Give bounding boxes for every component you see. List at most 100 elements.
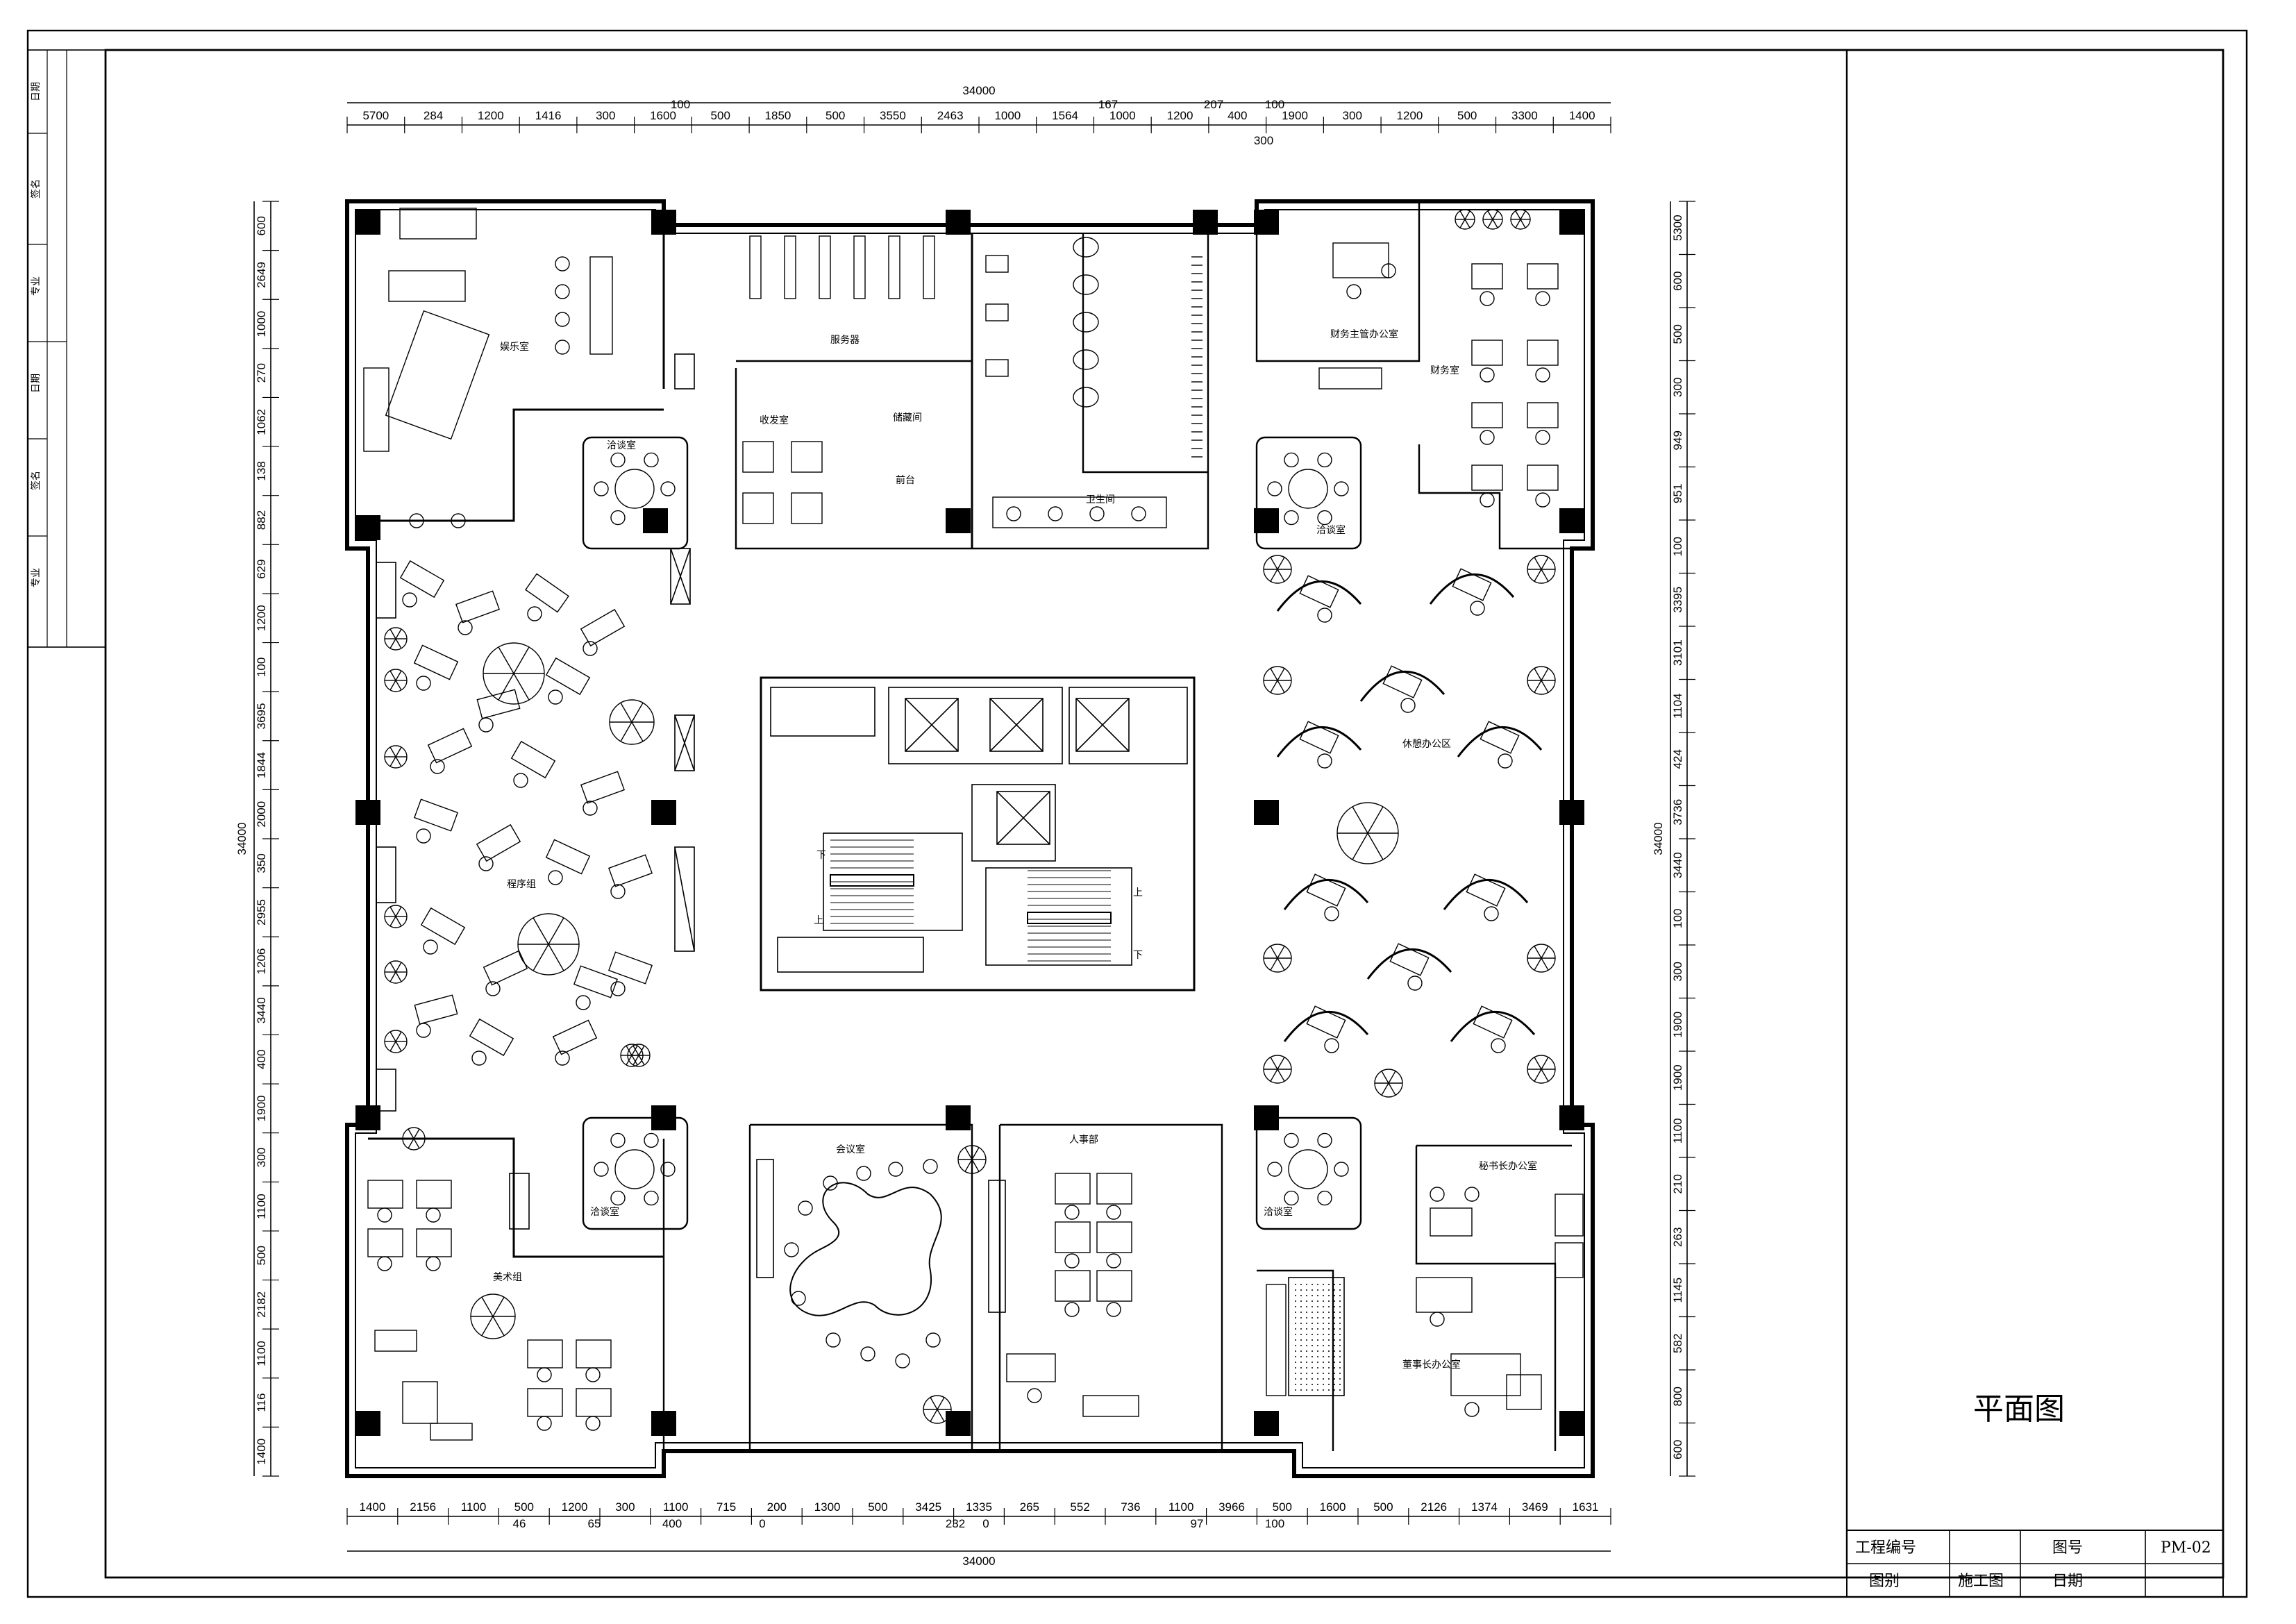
revision-strip-label: 日期 — [31, 374, 42, 393]
desk — [742, 441, 774, 473]
desk — [749, 235, 762, 299]
carpet-dot — [1334, 1356, 1335, 1357]
structural-columns — [355, 210, 1584, 1436]
plant-leaf — [1367, 832, 1384, 860]
desk — [1055, 1173, 1091, 1205]
top-dimension-extra-label: 207 — [1204, 98, 1223, 111]
plant-leaf — [1270, 957, 1278, 971]
round-table — [1288, 469, 1328, 509]
desk — [527, 1339, 563, 1368]
plant-leaf — [1492, 210, 1498, 220]
carpet-dot — [1312, 1312, 1313, 1313]
curved-workstation — [1443, 878, 1529, 910]
bottom-dimension-label: 1374 — [1471, 1500, 1498, 1514]
carpet-dot — [1339, 1317, 1341, 1319]
desk — [476, 689, 521, 719]
carpet-dot — [1306, 1356, 1307, 1357]
chair — [1284, 452, 1299, 468]
chair — [555, 284, 570, 299]
carpet-dot — [1312, 1323, 1313, 1324]
carpet-dot — [1312, 1295, 1313, 1296]
plant-leaf — [389, 746, 396, 757]
room-label-storage: 储藏间 — [893, 412, 922, 424]
plant-leaf — [548, 944, 564, 971]
top-dimension-label: 2463 — [937, 109, 964, 122]
curved-workstation — [1366, 948, 1452, 980]
bottom-dimension-label: 3966 — [1218, 1500, 1245, 1514]
desk — [1527, 263, 1559, 290]
carpet-dot — [1328, 1350, 1330, 1352]
chair — [527, 606, 542, 621]
room-label-mailroom: 收发室 — [760, 415, 789, 426]
column — [651, 1105, 676, 1130]
chair — [1064, 1302, 1080, 1317]
chair — [1284, 1132, 1299, 1148]
desk — [414, 798, 458, 832]
bottom-dimension-total-label: 34000 — [962, 1555, 995, 1568]
carpet-dot — [1334, 1389, 1335, 1391]
chair — [1106, 1253, 1121, 1269]
chair — [1324, 906, 1339, 921]
chair — [1430, 1187, 1445, 1202]
carpet-dot — [1306, 1378, 1307, 1380]
left-dimension-label: 138 — [255, 461, 268, 480]
room-label-meeting-1: 洽谈室 — [607, 440, 636, 451]
plant-leaf — [1381, 1071, 1389, 1084]
carpet-dot — [1334, 1334, 1335, 1335]
desk — [784, 235, 796, 299]
plant-leaf — [1464, 219, 1470, 228]
desk — [1471, 340, 1503, 366]
plant-leaf — [395, 638, 402, 649]
curved-workstation — [1283, 878, 1369, 910]
carpet-dot — [1306, 1284, 1307, 1285]
column — [1254, 508, 1279, 533]
chair — [576, 995, 591, 1010]
chair — [610, 510, 626, 526]
stair-up-label: 上 — [814, 915, 823, 926]
desk — [1082, 1395, 1139, 1417]
chair — [1484, 906, 1499, 921]
carpet-dot — [1323, 1323, 1324, 1324]
carpet-dot — [1339, 1350, 1341, 1352]
chair — [1334, 1162, 1349, 1177]
plant-leaf — [1534, 1057, 1542, 1070]
desk — [1096, 1173, 1132, 1205]
carpet-dot — [1323, 1362, 1324, 1363]
desk — [427, 728, 473, 764]
carpet-dot — [1339, 1300, 1341, 1302]
room-labels: 娱乐室 服务器 收发室 储藏间 前台 卫生间 财务主管办公室 财务室 洽谈室 洽… — [493, 328, 1537, 1371]
desk — [1430, 1207, 1473, 1237]
desk — [1299, 575, 1339, 608]
right-dimension-label: 949 — [1671, 430, 1684, 450]
top-dimension-label: 300 — [596, 109, 615, 122]
plant-leaf — [1270, 557, 1278, 570]
carpet-dot — [1339, 1312, 1341, 1313]
bottom-dimension-label: 300 — [615, 1500, 635, 1514]
bottom-dimension-label: 500 — [868, 1500, 887, 1514]
carpet-dot — [1334, 1378, 1335, 1380]
plant-leaf — [930, 1409, 938, 1422]
bottom-dimension-label: 1200 — [562, 1500, 588, 1514]
chair — [478, 717, 494, 733]
plant-leaf — [389, 628, 396, 639]
column — [946, 210, 971, 235]
revision-strip-label: 签名 — [30, 471, 42, 490]
plant-leaf — [389, 638, 396, 649]
carpet-dot — [1334, 1350, 1335, 1352]
left-dimension-label: 629 — [255, 559, 268, 578]
plant-leaf — [395, 916, 402, 927]
carpet-dot — [1328, 1384, 1330, 1385]
carpet-dot — [1300, 1389, 1302, 1391]
carpet-dot — [1295, 1339, 1296, 1341]
carpet-dot — [1328, 1289, 1330, 1291]
plant-leaf — [395, 670, 402, 681]
chair — [471, 1050, 487, 1066]
chair — [1317, 1190, 1332, 1206]
top-dimension-label: 1900 — [1282, 109, 1308, 122]
desk — [1452, 568, 1492, 601]
top-dimension-label: 1564 — [1052, 109, 1078, 122]
bottom-dimension-extra-label: 232 — [946, 1517, 965, 1530]
plant-leaf — [971, 1159, 980, 1172]
drawing-no-value: PM-02 — [2161, 1539, 2211, 1557]
carpet-dot — [1306, 1306, 1307, 1307]
